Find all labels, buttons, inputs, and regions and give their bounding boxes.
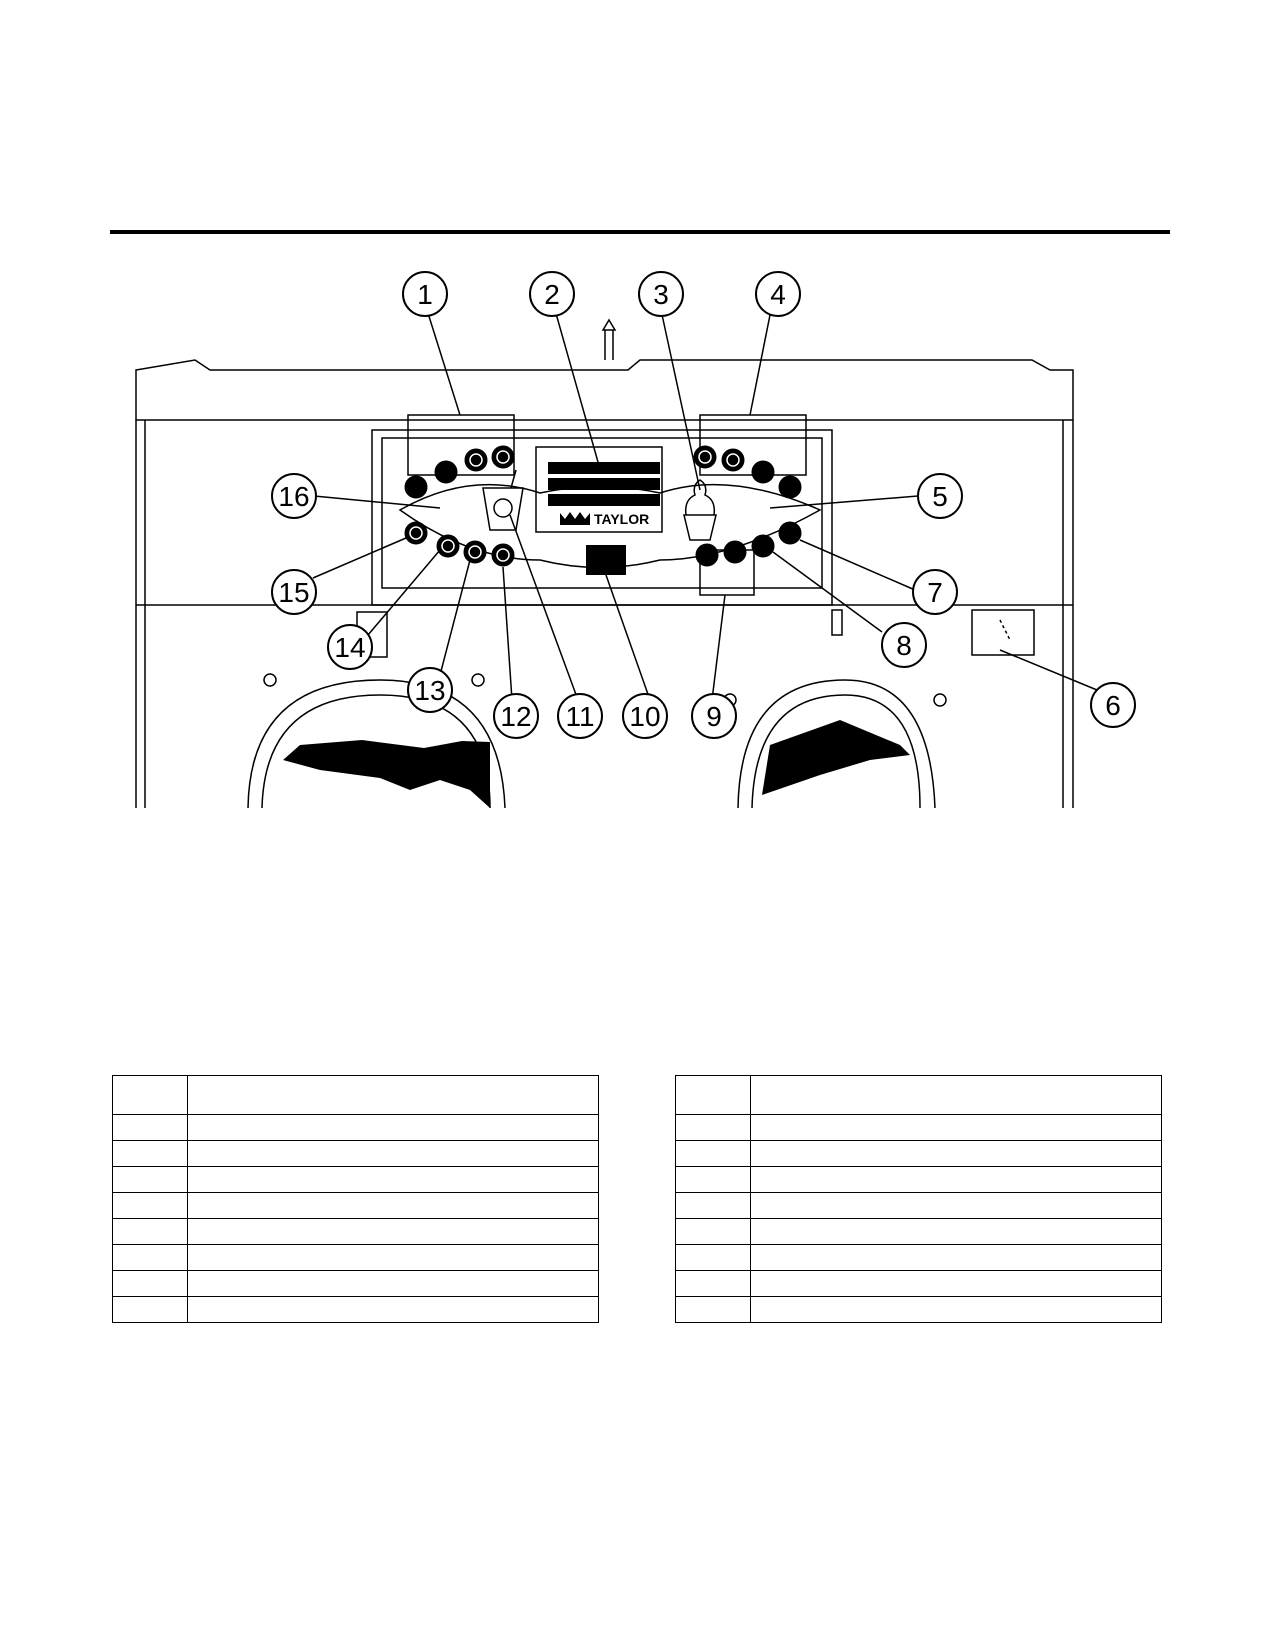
- table-row: [112, 1140, 599, 1167]
- callout-6: 6: [1090, 682, 1136, 728]
- svg-text:11: 11: [565, 701, 594, 732]
- power-switch: [971, 609, 1035, 656]
- svg-text:5: 5: [932, 481, 948, 512]
- svg-text:7: 7: [927, 577, 943, 608]
- callout-11: 11: [557, 693, 603, 739]
- svg-text:13: 13: [414, 675, 445, 706]
- control-panel: [371, 429, 833, 606]
- brand-label: TAYLOR: [594, 511, 649, 527]
- callout-13: 13: [407, 667, 453, 713]
- svg-text:9: 9: [706, 701, 722, 732]
- callout-4: 4: [755, 271, 801, 317]
- right-door: [737, 679, 936, 809]
- table-row: [675, 1140, 1162, 1167]
- table-row: [112, 1296, 599, 1323]
- table-row: [112, 1192, 599, 1219]
- svg-text:1: 1: [417, 279, 433, 310]
- callout-9: 9: [691, 693, 737, 739]
- table-row: [675, 1218, 1162, 1245]
- callout-3: 3: [638, 271, 684, 317]
- control-panel-diagram: TAYLOR: [135, 271, 1136, 809]
- table-row: [112, 1114, 599, 1141]
- callout-12: 12: [493, 693, 539, 739]
- legend-table-right: [675, 1075, 1162, 1323]
- left-door: [247, 679, 506, 809]
- display: [535, 446, 663, 533]
- callout-8: 8: [881, 622, 927, 668]
- table-row: [112, 1244, 599, 1271]
- callout-14: 14: [327, 624, 373, 670]
- callout-10: 10: [622, 693, 668, 739]
- svg-text:3: 3: [653, 279, 669, 310]
- svg-text:14: 14: [334, 632, 365, 663]
- table-row: [675, 1296, 1162, 1323]
- svg-text:6: 6: [1105, 690, 1121, 721]
- callout-2: 2: [529, 271, 575, 317]
- table-row: [675, 1244, 1162, 1271]
- callout-1: 1: [402, 271, 448, 317]
- table-row: [675, 1270, 1162, 1297]
- svg-text:2: 2: [544, 279, 560, 310]
- callout-5: 5: [917, 473, 963, 519]
- top-valve: [601, 318, 617, 360]
- table-row: [675, 1114, 1162, 1141]
- svg-text:4: 4: [770, 279, 786, 310]
- table-row: [675, 1166, 1162, 1193]
- header-rule: [110, 230, 1170, 234]
- callouts: 1 2 3 4 5 6 7 8 9 10 11 12 13 14 15 16: [271, 271, 1136, 739]
- svg-text:15: 15: [278, 577, 309, 608]
- svg-text:10: 10: [629, 701, 660, 732]
- svg-text:12: 12: [500, 701, 531, 732]
- table-row: [675, 1192, 1162, 1219]
- taylor-logo: TAYLOR: [560, 511, 649, 527]
- standby-keypad: [586, 545, 626, 575]
- svg-text:8: 8: [896, 630, 912, 661]
- table-row: [112, 1166, 599, 1193]
- shake-cup-icon: [482, 487, 524, 531]
- callout-15: 15: [271, 569, 317, 615]
- table-row: [112, 1218, 599, 1245]
- machine-top: [135, 359, 1074, 421]
- legend-table-left: [112, 1075, 599, 1323]
- svg-text:16: 16: [278, 481, 309, 512]
- callout-7: 7: [912, 569, 958, 615]
- table-row: [112, 1270, 599, 1297]
- cone-icon: [683, 514, 717, 541]
- callout-16: 16: [271, 473, 317, 519]
